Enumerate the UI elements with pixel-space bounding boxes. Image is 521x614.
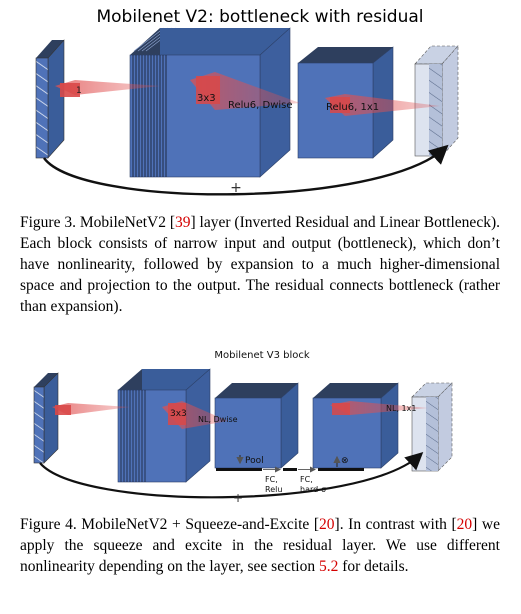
residual-connection-arrow xyxy=(43,144,449,196)
figure-4-caption: Figure 4. MobileNetV2 + Squeeze-and-Exci… xyxy=(20,514,500,577)
v3-output-bottleneck-block xyxy=(411,382,453,472)
citation-link-20b[interactable]: 20 xyxy=(456,516,473,533)
figure-3-caption: Figure 3. MobileNetV2 [39] layer (Invert… xyxy=(20,212,500,317)
v3-depthwise-block xyxy=(214,382,299,469)
caption-3-text: Figure 3. MobileNetV2 [ xyxy=(20,214,175,231)
v3-input-bottleneck-block xyxy=(33,372,59,464)
figure-4-title: Mobilenet V3 block xyxy=(214,350,310,361)
beam-1x1 xyxy=(55,80,160,95)
fc-relu-label-1: FC, xyxy=(265,475,278,484)
caption-4-text-b: ]. In contrast with [ xyxy=(334,516,457,533)
beam-project xyxy=(325,94,440,116)
label-conv1: 1 xyxy=(76,86,82,96)
v3-residual-connection-arrow xyxy=(39,452,424,499)
label-relu-1x1: Relu6, 1x1 xyxy=(326,102,379,113)
v3-label-3x3: 3x3 xyxy=(170,409,187,419)
section-link-5-2[interactable]: 5.2 xyxy=(318,558,339,575)
figure-3-title: Mobilenet V2: bottleneck with residual xyxy=(96,7,423,27)
fc-hard-label-1: FC, xyxy=(300,475,313,484)
v3-label-nl-1x1: NL, 1x1 xyxy=(386,404,416,413)
figure-3: Mobilenet V2: bottleneck with residual xyxy=(0,0,521,200)
fc-relu-label-2: Relu xyxy=(265,485,282,494)
citation-link-39[interactable]: 39 xyxy=(175,214,191,231)
residual-plus-sign: + xyxy=(230,180,242,196)
fc-hard-label-2: hard-σ xyxy=(300,485,326,494)
excite-multiply-icon: ⊗ xyxy=(341,456,349,466)
citation-link-20a[interactable]: 20 xyxy=(319,516,335,533)
v3-label-nl-dwise: NL, Dwise xyxy=(198,415,238,424)
output-bottleneck-block xyxy=(414,45,459,157)
pool-label: Pool xyxy=(245,456,264,466)
v3-projection-block xyxy=(312,382,399,469)
caption-4-text-d: for details. xyxy=(338,558,409,575)
input-bottleneck-block xyxy=(35,39,65,159)
v3-residual-plus-sign: + xyxy=(233,491,243,505)
label-relu-dwise: Relu6, Dwise xyxy=(228,100,293,111)
caption-4-text-c: ] we apply the squeeze and excite in the… xyxy=(20,516,501,575)
squeeze-excite-path: Pool ⊗ FC, Relu FC, hard-σ xyxy=(216,455,364,494)
label-3x3: 3x3 xyxy=(197,93,216,104)
caption-4-text: Figure 4. MobileNetV2 + Squeeze-and-Exci… xyxy=(20,516,320,533)
expansion-block xyxy=(129,27,291,178)
caption-3-text-cont: ] layer (Inverted Residual and Linear Bo… xyxy=(20,214,500,315)
figure-4: Mobilenet V3 block xyxy=(0,345,521,505)
